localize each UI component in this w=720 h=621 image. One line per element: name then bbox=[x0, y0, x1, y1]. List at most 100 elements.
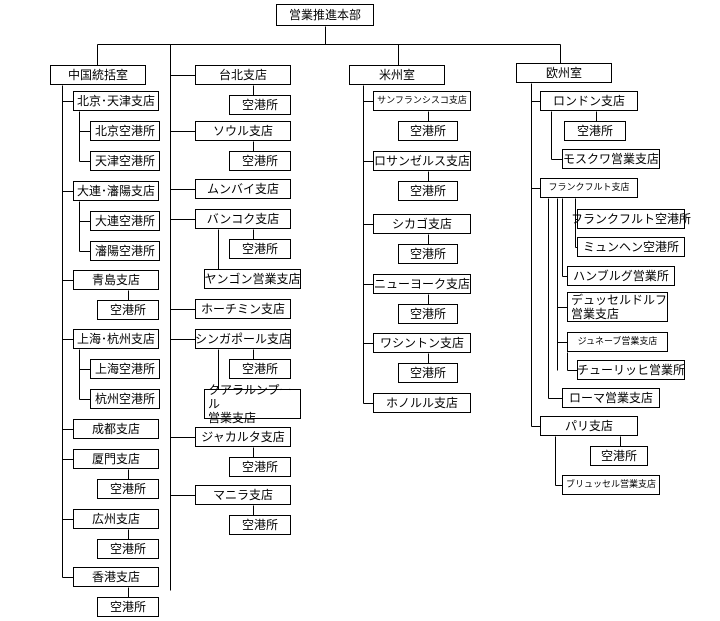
node-moscow: モスクワ営業支店 bbox=[562, 149, 660, 169]
node-zurich: チューリッヒ営業所 bbox=[577, 360, 685, 380]
node-label: 中国統括室 bbox=[67, 68, 128, 82]
node-kualalumpur-1: クアラルンプール営業支店 bbox=[204, 383, 301, 425]
node-washington: ワシントン支店 bbox=[373, 333, 471, 353]
node-label: ミュンヘン空港所 bbox=[582, 240, 679, 254]
node-label: 成都支店 bbox=[91, 422, 140, 436]
node-label: 上海空港所 bbox=[94, 362, 155, 376]
node-singapore: シンガポール支店 bbox=[195, 329, 291, 349]
node-guangzhou-airport: 空港所 bbox=[97, 539, 159, 559]
node-label: 営業推進本部 bbox=[288, 8, 361, 22]
node-rome: ローマ営業支店 bbox=[562, 388, 660, 408]
node-europe: 欧州室 bbox=[516, 63, 612, 83]
node-manila-airport: 空港所 bbox=[229, 515, 291, 535]
node-label: 瀋陽空港所 bbox=[94, 244, 155, 258]
node-label: 空港所 bbox=[409, 307, 446, 321]
node-label: ローマ営業支店 bbox=[568, 391, 653, 405]
node-newyork: ニューヨーク支店 bbox=[373, 274, 471, 294]
node-label: 空港所 bbox=[409, 366, 446, 380]
node-label: 欧州室 bbox=[545, 66, 582, 80]
node-label: 空港所 bbox=[409, 124, 446, 138]
node-label: ロンドン支店 bbox=[552, 94, 625, 108]
node-london: ロンドン支店 bbox=[540, 91, 638, 111]
node-label: フランクフルト空港所 bbox=[571, 212, 692, 226]
node-qingdao-airport: 空港所 bbox=[97, 300, 159, 320]
node-label: 上海･杭州支店 bbox=[76, 332, 155, 346]
node-label: ソウル支店 bbox=[212, 124, 273, 138]
node-label: チューリッヒ営業所 bbox=[577, 363, 686, 377]
node-label: 広州支店 bbox=[91, 512, 140, 526]
node-label: 空港所 bbox=[109, 482, 146, 496]
node-hq: 営業推進本部 bbox=[276, 4, 374, 26]
node-label: ジュネーブ営業支店 bbox=[577, 337, 658, 347]
node-label: フランクフルト支店 bbox=[548, 183, 630, 193]
node-label: 天津空港所 bbox=[94, 154, 155, 168]
node-label: 空港所 bbox=[241, 460, 278, 474]
node-dalian-airport: 大連空港所 bbox=[90, 211, 160, 231]
node-geneva: ジュネーブ営業支店 bbox=[567, 332, 668, 352]
node-label: 杭州空港所 bbox=[94, 392, 155, 406]
node-frankfurt: フランクフルト支店 bbox=[540, 178, 638, 198]
node-losangeles-airport: 空港所 bbox=[398, 181, 458, 201]
node-xiamen: 厦門支店 bbox=[73, 449, 159, 469]
node-tianjin-airport: 天津空港所 bbox=[90, 151, 160, 171]
node-seoul-airport: 空港所 bbox=[229, 151, 291, 171]
node-frankfurt-airport: フランクフルト空港所 bbox=[571, 209, 691, 229]
node-label: 空港所 bbox=[241, 98, 278, 112]
node-washington-airport: 空港所 bbox=[398, 363, 458, 383]
node-label: ホノルル支店 bbox=[385, 396, 458, 410]
node-label: ジャカルタ支店 bbox=[201, 430, 285, 444]
node-taipei: 台北支店 bbox=[195, 65, 291, 85]
node-dusseldorf-1: デュッセルドルフ営業支店 bbox=[567, 292, 668, 322]
node-shanghai-hangzhou: 上海･杭州支店 bbox=[73, 329, 159, 349]
node-sanfrancisco: サンフランシスコ支店 bbox=[373, 91, 471, 111]
node-losangeles: ロサンゼルス支店 bbox=[373, 151, 471, 171]
node-label: ニューヨーク支店 bbox=[374, 277, 471, 291]
node-singapore-airport: 空港所 bbox=[229, 359, 291, 379]
node-americas: 米州室 bbox=[349, 65, 445, 85]
node-paris: パリ支店 bbox=[540, 416, 638, 436]
node-qingdao: 青島支店 bbox=[73, 270, 159, 290]
node-label: ハンブルグ営業所 bbox=[573, 269, 669, 283]
node-label: ヤンゴン営業支店 bbox=[204, 272, 301, 286]
node-jakarta: ジャカルタ支店 bbox=[195, 427, 291, 447]
node-label: ブリュッセル営業支店 bbox=[565, 480, 656, 490]
node-label: 空港所 bbox=[109, 303, 146, 317]
node-chengdu: 成都支店 bbox=[73, 419, 159, 439]
node-hongkong-airport: 空港所 bbox=[97, 597, 159, 617]
node-hochiminh: ホーチミン支店 bbox=[195, 299, 291, 319]
node-bangkok: バンコク支店 bbox=[195, 209, 291, 229]
node-mumbai: ムンバイ支店 bbox=[195, 179, 291, 199]
node-label: サンフランシスコ支店 bbox=[377, 96, 467, 106]
node-xiamen-airport: 空港所 bbox=[97, 479, 159, 499]
node-shenyang-airport: 瀋陽空港所 bbox=[90, 241, 160, 261]
node-jakarta-airport: 空港所 bbox=[229, 457, 291, 477]
node-label: シンガポール支店 bbox=[195, 332, 292, 346]
node-label: 空港所 bbox=[241, 518, 278, 532]
node-munich-airport: ミュンヘン空港所 bbox=[577, 237, 685, 257]
node-label: 大連空港所 bbox=[94, 214, 155, 228]
node-chicago-airport: 空港所 bbox=[398, 244, 458, 264]
node-guangzhou: 広州支店 bbox=[73, 509, 159, 529]
node-chicago: シカゴ支店 bbox=[373, 214, 471, 234]
node-hongkong: 香港支店 bbox=[73, 567, 159, 587]
node-label: ムンバイ支店 bbox=[206, 182, 279, 196]
node-label: 空港所 bbox=[109, 600, 146, 614]
node-label: 空港所 bbox=[600, 449, 637, 463]
node-label: モスクワ営業支店 bbox=[563, 152, 660, 166]
node-label-line2: 営業支店 bbox=[571, 307, 620, 321]
node-label: バンコク支店 bbox=[206, 212, 280, 226]
node-label: 空港所 bbox=[241, 242, 278, 256]
node-newyork-airport: 空港所 bbox=[398, 304, 458, 324]
node-label: ホーチミン支店 bbox=[200, 302, 285, 316]
node-label-line2: 営業支店 bbox=[208, 411, 257, 425]
node-china: 中国統括室 bbox=[50, 65, 146, 85]
node-label: ロサンゼルス支店 bbox=[374, 154, 471, 168]
node-label: 大連･瀋陽支店 bbox=[76, 184, 155, 198]
node-label: 空港所 bbox=[409, 247, 446, 261]
node-label: デュッセルドルフ bbox=[571, 293, 668, 307]
node-taipei-airport: 空港所 bbox=[229, 95, 291, 115]
node-honolulu: ホノルル支店 bbox=[373, 393, 471, 413]
node-yangon: ヤンゴン営業支店 bbox=[204, 269, 301, 289]
node-label: シカゴ支店 bbox=[391, 217, 452, 231]
